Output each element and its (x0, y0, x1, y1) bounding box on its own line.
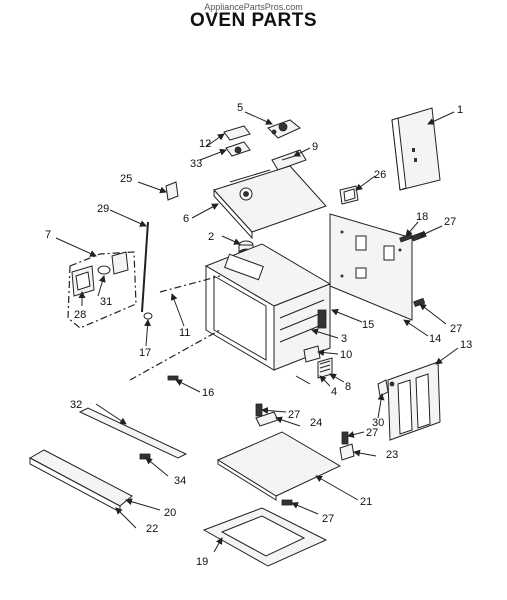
part-label-2: 2 (208, 231, 214, 243)
part-label-1: 1 (457, 104, 463, 116)
part-label-14: 14 (429, 333, 441, 345)
part-label-17: 17 (139, 347, 151, 359)
part-number-labels: 1 2 3 4 5 6 7 8 9 10 11 12 13 14 15 16 1… (45, 102, 472, 568)
part-label-27-c: 27 (288, 409, 300, 421)
part-label-4: 4 (331, 386, 337, 398)
part-label-27-a: 27 (444, 216, 456, 228)
top-heat-shield-part (213, 165, 327, 240)
part-label-8: 8 (345, 381, 351, 393)
diagram-title: OVEN PARTS (189, 10, 318, 31)
part-label-6: 6 (183, 213, 189, 225)
part-label-26: 26 (374, 169, 386, 181)
part-label-27-d: 27 (366, 427, 378, 439)
bracket-25-part (165, 181, 179, 201)
part-label-20: 20 (164, 507, 176, 519)
screw-27c-part (255, 403, 263, 417)
part-label-18: 18 (416, 211, 428, 223)
bracket-12-part (223, 125, 251, 141)
screw-27b-part (413, 297, 426, 308)
part-label-27-e: 27 (322, 513, 334, 525)
bottom-tray-part (202, 507, 328, 567)
part-label-19: 19 (196, 556, 208, 568)
part-label-12: 12 (199, 138, 211, 150)
leader-lines (55, 111, 459, 553)
part-label-31: 31 (100, 296, 112, 308)
part-label-29: 29 (97, 203, 109, 215)
part-label-30: 30 (372, 417, 384, 429)
part-label-11: 11 (179, 327, 190, 339)
part-label-22: 22 (146, 523, 158, 535)
part-label-16: 16 (202, 387, 214, 399)
part-label-15: 15 (362, 319, 374, 331)
part-label-32: 32 (70, 399, 82, 411)
part-label-21: 21 (360, 496, 372, 508)
part-label-28: 28 (74, 309, 86, 321)
rod-29-part (141, 221, 149, 313)
rear-panel-part (391, 107, 441, 191)
screw-27d-part (341, 431, 349, 445)
side-panel-part (329, 213, 413, 321)
vent-panel-part (387, 361, 441, 441)
wire-4-part (295, 375, 311, 385)
vent-grille-part (317, 357, 333, 379)
screw-34-part (139, 453, 151, 460)
front-trim-part (28, 449, 133, 513)
part-label-27-b: 27 (450, 323, 462, 335)
part-label-3: 3 (341, 333, 347, 345)
oven-cavity-part (204, 243, 332, 371)
part-label-24: 24 (310, 417, 322, 429)
bracket-23-part (339, 443, 355, 461)
part-label-13: 13 (460, 339, 472, 351)
part-label-7: 7 (45, 229, 51, 241)
bracket-33-part (225, 141, 251, 157)
part-label-25: 25 (120, 173, 132, 185)
clip-30-part (377, 379, 389, 397)
bottom-panel-part (216, 431, 342, 501)
screw-27a-part (411, 231, 426, 242)
sensor-bracket-part (267, 119, 301, 139)
clip-26-part (339, 185, 359, 205)
clip-16-part (167, 375, 179, 381)
knob-assembly-group (67, 251, 137, 329)
rail-32-part (78, 407, 188, 459)
part-label-10: 10 (340, 349, 352, 361)
part-label-5: 5 (237, 102, 243, 114)
assembly-guide-line (129, 275, 221, 381)
part-label-23: 23 (386, 449, 398, 461)
screw-27e-part (281, 499, 293, 506)
part-label-9: 9 (312, 141, 318, 153)
plug-17-part (143, 312, 153, 320)
watermark: AppliancePartsPros.com (204, 2, 303, 12)
part-label-33: 33 (190, 158, 202, 170)
part-label-34: 34 (174, 475, 186, 487)
bracket-10-part (303, 345, 321, 363)
